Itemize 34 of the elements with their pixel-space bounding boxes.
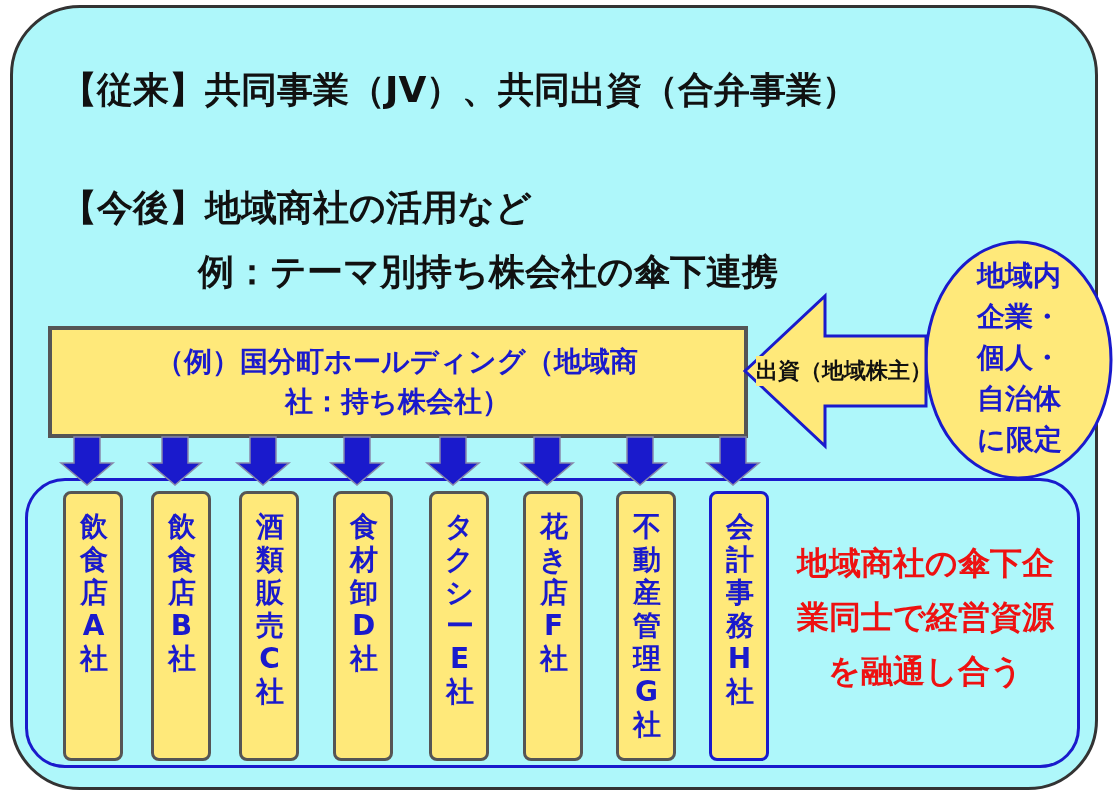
down-arrow bbox=[611, 436, 669, 486]
edge-label: 出資（地域株主） bbox=[755, 356, 916, 386]
group-frame bbox=[25, 478, 1080, 768]
down-arrow bbox=[146, 436, 204, 486]
company-name: 飲食店B社 bbox=[166, 510, 197, 675]
down-arrow bbox=[328, 436, 386, 486]
company-box bbox=[709, 491, 769, 761]
company-box bbox=[429, 491, 489, 761]
down-arrow bbox=[58, 436, 116, 486]
note-text: 地域商社の傘下企業同士で経営資源を融通し合う bbox=[795, 543, 1055, 692]
company-box bbox=[333, 491, 393, 761]
company-box bbox=[239, 491, 299, 761]
holding-company-box bbox=[48, 326, 748, 438]
heading-text: 【従来】共同事業（JV）、共同出資（合弁事業） bbox=[61, 68, 859, 112]
ellipse-label: 地域内企業・個人・自治体に限定 bbox=[975, 258, 1063, 458]
heading-text: 【今後】地域商社の活用など bbox=[61, 186, 532, 230]
down-arrow bbox=[518, 436, 576, 486]
company-name: 花き店F社 bbox=[538, 510, 569, 675]
company-name: 不動産管理G社 bbox=[631, 510, 662, 741]
company-name: 酒類販売C社 bbox=[254, 510, 285, 708]
company-box bbox=[63, 491, 123, 761]
down-arrow bbox=[234, 436, 292, 486]
company-box bbox=[523, 491, 583, 761]
down-arrow bbox=[704, 436, 762, 486]
company-name: タクシーE社 bbox=[444, 510, 475, 708]
company-box bbox=[151, 491, 211, 761]
box-label: （例）国分町ホールディング（地域商社：持ち株会社） bbox=[155, 344, 639, 420]
company-name: 食材卸D社 bbox=[348, 510, 379, 675]
heading-text: 例：テーマ別持ち株会社の傘下連携 bbox=[198, 250, 778, 294]
company-name: 会計事務H社 bbox=[724, 510, 755, 708]
rounded-panel bbox=[10, 5, 1098, 790]
company-name: 飲食店A社 bbox=[78, 510, 109, 675]
company-box bbox=[616, 491, 676, 761]
down-arrow bbox=[424, 436, 482, 486]
